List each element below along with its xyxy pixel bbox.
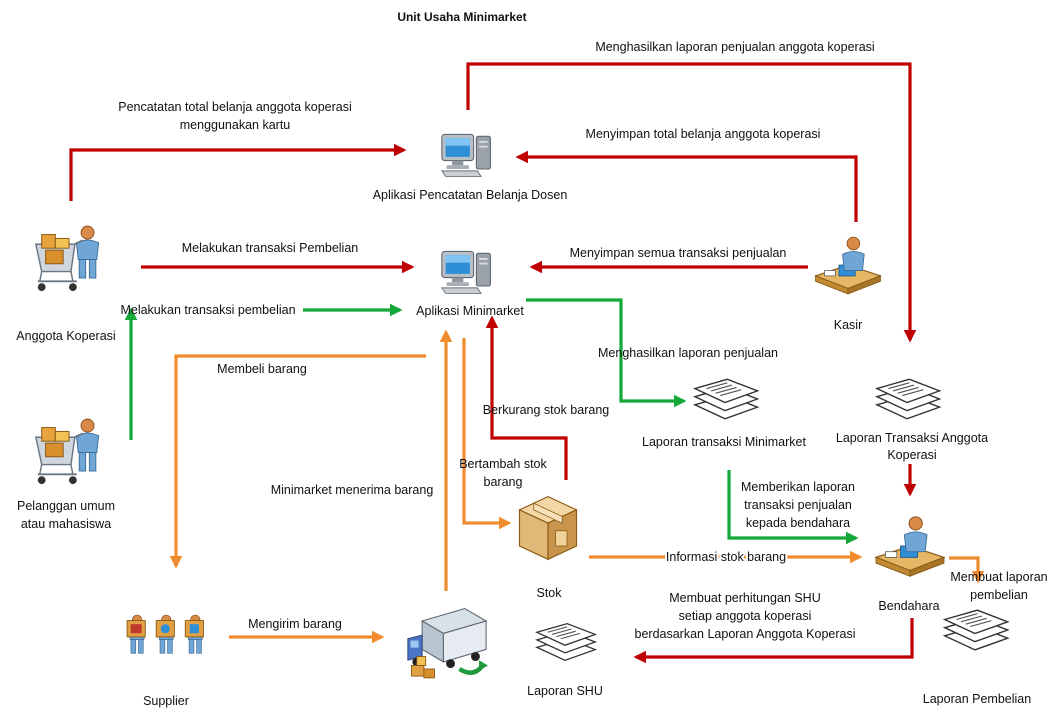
edge-label-berkurang-stok: Berkurang stok barang	[483, 403, 610, 417]
computer-icon	[441, 133, 491, 178]
node-supplier: Supplier	[143, 694, 189, 708]
node-stok: Stok	[536, 586, 562, 600]
shopping-cart-person-icon	[36, 419, 99, 484]
edge-label-bertambah-line2: barang	[484, 475, 523, 489]
edge-pencatatan-total	[69, 143, 407, 201]
node-kasir: Kasir	[834, 318, 862, 332]
document-stack-icon	[943, 609, 1009, 651]
edge-label-shu-line1: Membuat perhitungan SHU	[669, 591, 820, 605]
edge-label-bertambah-line1: Bertambah stok	[459, 457, 547, 471]
edge-menyimpan-total	[515, 150, 858, 222]
edge-label-memberikan-line3: kepada bendahara	[746, 516, 850, 530]
node-laporan-transaksi-minimarket: Laporan transaksi Minimarket	[642, 435, 806, 449]
edge-membeli-barang	[169, 354, 426, 569]
edge-label-memberikan-line2: transaksi penjualan	[744, 498, 852, 512]
edge-label-transaksi-red: Melakukan transaksi Pembelian	[182, 241, 359, 255]
edge-label-membuat-laporan-line1: Membuat laporan	[950, 570, 1047, 584]
box-icon	[518, 496, 578, 560]
edge-label-menyimpan-total: Menyimpan total belanja anggota koperasi	[586, 127, 821, 141]
edge-label-menghasilkan-penjualan: Menghasilkan laporan penjualan	[598, 346, 778, 360]
edge-label-menyimpan-semua: Menyimpan semua transaksi penjualan	[570, 246, 787, 260]
supplier-group-icon	[127, 615, 203, 653]
document-stack-icon	[536, 622, 596, 662]
node-anggota-koperasi: Anggota Koperasi	[16, 329, 115, 343]
node-bendahara: Bendahara	[878, 599, 939, 613]
document-stack-icon	[876, 378, 941, 420]
node-laporan-pembelian: Laporan Pembelian	[923, 692, 1031, 706]
node-aplikasi-minimarket: Aplikasi Minimarket	[416, 304, 524, 318]
delivery-truck-icon	[408, 609, 488, 678]
node-pelanggan-line2: atau mahasiswa	[21, 517, 111, 531]
shopping-cart-person-icon	[36, 226, 99, 291]
edge-label-pencatatan-line2: menggunakan kartu	[180, 118, 291, 132]
node-laporan-shu: Laporan SHU	[527, 684, 603, 698]
edge-label-membeli-barang: Membeli barang	[217, 362, 307, 376]
edge-label-shu-line3: berdasarkan Laporan Anggota Koperasi	[635, 627, 856, 641]
diagram-title: Unit Usaha Minimarket	[397, 10, 526, 24]
node-pelanggan-line1: Pelanggan umum	[17, 499, 115, 513]
edge-membuat-shu	[633, 618, 914, 664]
edge-label-minimarket-menerima: Minimarket menerima barang	[271, 483, 434, 497]
edge-label-memberikan-line1: Memberikan laporan	[741, 480, 855, 494]
edge-membuat-laporan-pembelian	[949, 556, 985, 584]
edge-label-membuat-laporan-line2: pembelian	[970, 588, 1028, 602]
node-laporan-anggota-line1: Laporan Transaksi Anggota	[836, 431, 988, 445]
edge-bertambah-stok	[462, 338, 512, 530]
edge-label-mengirim-barang: Mengirim barang	[248, 617, 342, 631]
accountant-desk-person-icon	[875, 516, 945, 577]
edge-label-informasi-stok: Informasi stok barang	[666, 550, 786, 564]
computer-icon	[441, 250, 491, 295]
edge-label-transaksi-green: Melakukan transaksi pembelian	[120, 303, 295, 317]
edge-memberikan-laporan	[727, 470, 859, 545]
node-aplikasi-pencatatan: Aplikasi Pencatatan Belanja Dosen	[373, 188, 568, 202]
edge-menghasilkan-laporan-anggota	[466, 62, 917, 343]
document-stack-icon	[694, 378, 759, 420]
cashier-desk-person-icon	[815, 236, 881, 295]
edge-menghasilkan-laporan-penjualan	[526, 298, 687, 408]
node-laporan-anggota-line2: Koperasi	[887, 448, 936, 462]
edge-label-menghasilkan-anggota: Menghasilkan laporan penjualan anggota k…	[595, 40, 874, 54]
edge-label-pencatatan-line1: Pencatatan total belanja anggota koperas…	[118, 100, 352, 114]
edge-berkurang-stok	[485, 315, 568, 480]
edge-label-shu-line2: setiap anggota koperasi	[679, 609, 812, 623]
